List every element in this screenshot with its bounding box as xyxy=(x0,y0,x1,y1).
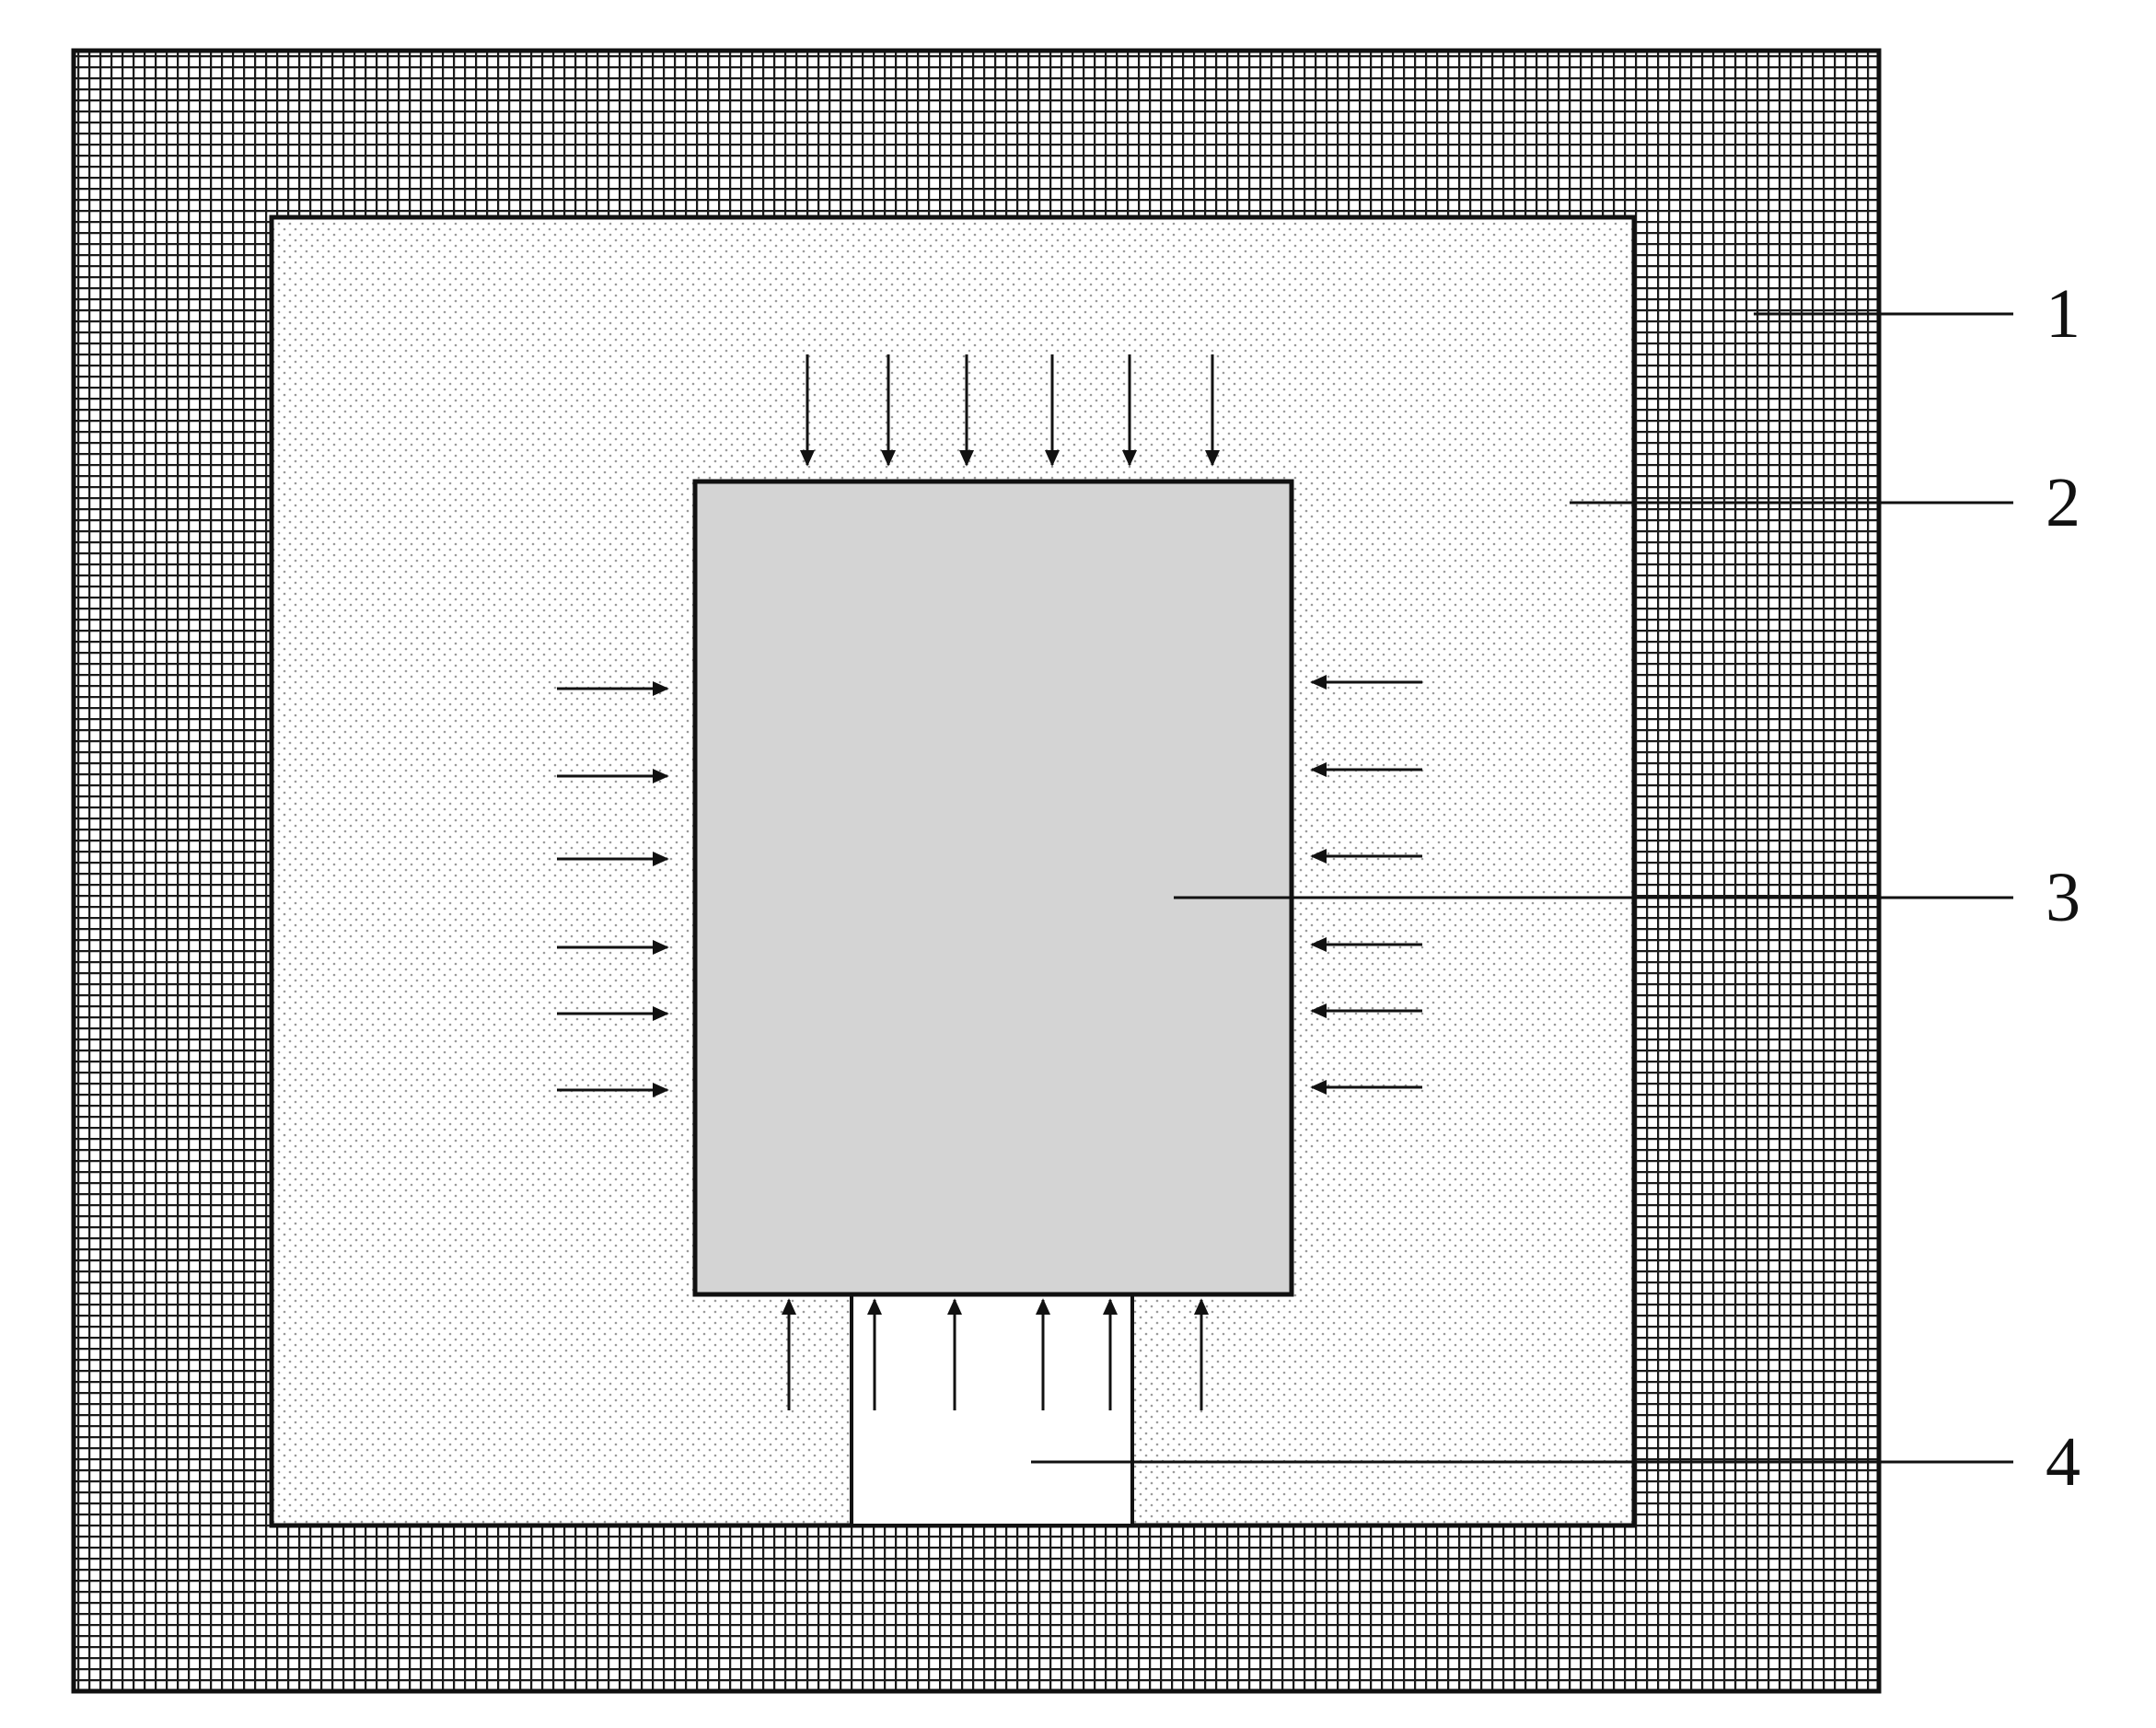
callout-label-4: 4 xyxy=(2046,1423,2081,1501)
arrows-right xyxy=(1310,674,1422,1096)
callout-label-3: 3 xyxy=(2046,859,2081,936)
arrows-bottom xyxy=(781,1298,1210,1410)
callout-label-2: 2 xyxy=(2046,464,2081,541)
arrows-top xyxy=(799,354,1221,467)
callout-label-1: 1 xyxy=(2046,275,2081,353)
bottom-opening xyxy=(850,1293,1134,1527)
central-block xyxy=(692,479,1294,1297)
arrows-left xyxy=(557,680,669,1098)
